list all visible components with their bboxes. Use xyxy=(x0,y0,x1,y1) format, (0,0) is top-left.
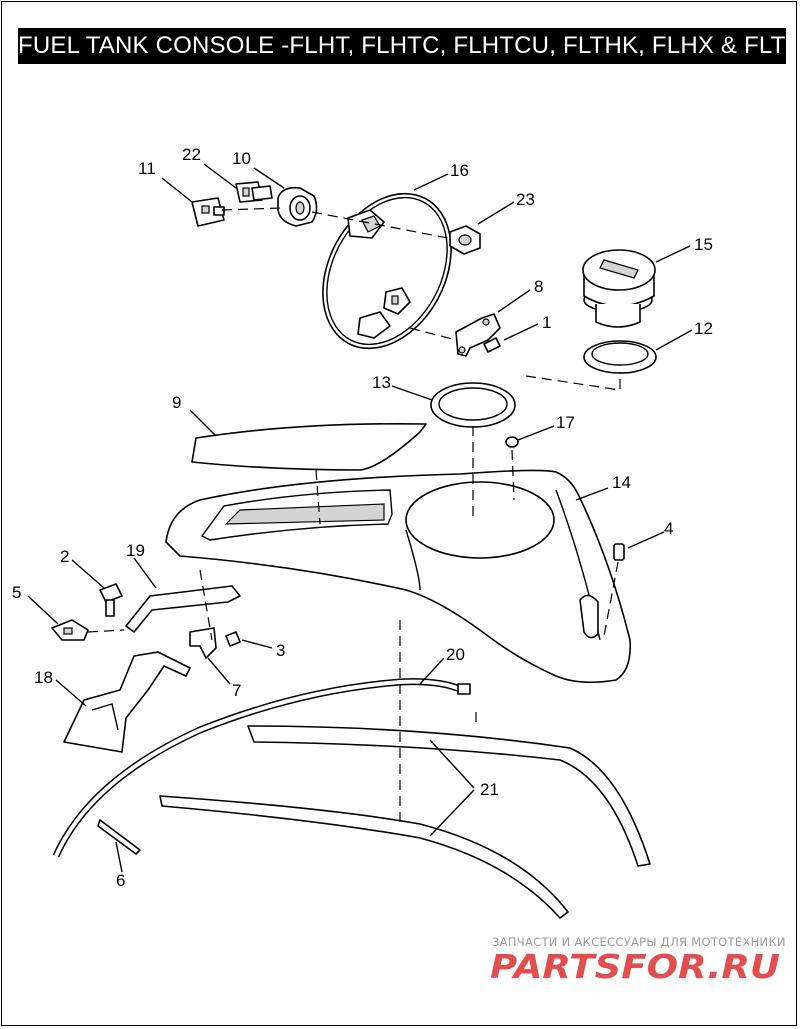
callout-21: 21 xyxy=(480,780,499,799)
part-7-clip xyxy=(189,627,217,659)
part-11-lock-plate xyxy=(191,197,225,227)
callout-7: 7 xyxy=(232,681,241,700)
assembly-lines xyxy=(87,207,621,826)
callout-8: 8 xyxy=(534,277,543,296)
part-22-clip xyxy=(235,181,273,203)
part-17-plug xyxy=(505,436,519,448)
part-2-bolt xyxy=(99,583,123,617)
watermark-logo: PARTSFOR.RU xyxy=(490,948,780,984)
part-23-nut xyxy=(449,225,481,255)
callout-labels: 11 22 10 16 23 15 8 1 12 13 9 17 14 4 2 … xyxy=(12,145,713,890)
part-16-fuel-door xyxy=(322,192,452,350)
part-8-hinge-bracket xyxy=(455,313,501,357)
callout-13: 13 xyxy=(372,373,391,392)
callout-22: 22 xyxy=(182,145,201,164)
callout-12: 12 xyxy=(694,319,713,338)
callout-2: 2 xyxy=(60,547,69,566)
callout-16: 16 xyxy=(450,161,469,180)
part-6-cable-strap xyxy=(97,819,141,855)
part-15-fuel-cap xyxy=(582,249,656,328)
part-10-lock-cylinder xyxy=(277,186,318,227)
part-12-cap-gasket xyxy=(583,340,657,374)
part-9-console-pad xyxy=(191,422,427,471)
callout-10: 10 xyxy=(232,149,251,168)
callout-15: 15 xyxy=(694,235,713,254)
part-14-console xyxy=(165,469,632,684)
part-21-trim-strip-upper xyxy=(247,725,651,867)
callout-4: 4 xyxy=(664,519,673,538)
callout-14: 14 xyxy=(612,473,631,492)
callout-6: 6 xyxy=(116,871,125,890)
leader-lines xyxy=(27,163,693,873)
callout-19: 19 xyxy=(126,541,145,560)
part-21-trim-strip-lower xyxy=(159,795,569,919)
part-18-mount-bracket xyxy=(63,651,191,753)
callout-9: 9 xyxy=(172,393,181,412)
part-3-screw xyxy=(225,631,241,647)
watermark-logo-text: PARTSFOR.RU xyxy=(490,948,780,984)
callout-11: 11 xyxy=(138,159,156,178)
part-20-vent-hose xyxy=(52,678,471,858)
callout-17: 17 xyxy=(556,413,575,432)
callout-5: 5 xyxy=(12,583,21,602)
page-title: FUEL TANK CONSOLE -FLHT, FLHTC, FLHTCU, … xyxy=(18,28,786,64)
part-1-screw xyxy=(483,337,501,353)
callout-1: 1 xyxy=(542,313,551,332)
part-19-bracket xyxy=(125,585,241,633)
callout-20: 20 xyxy=(446,645,465,664)
part-4-screw xyxy=(613,543,625,561)
callout-23: 23 xyxy=(516,190,535,209)
watermark-tagline: ЗАПЧАСТИ И АКСЕССУАРЫ ДЛЯ МОТОТЕХНИКИ xyxy=(492,935,786,949)
part-13-filler-ring xyxy=(430,382,516,428)
callout-18: 18 xyxy=(34,668,53,687)
callout-3: 3 xyxy=(276,641,285,660)
part-5-clip-nut xyxy=(51,619,89,641)
